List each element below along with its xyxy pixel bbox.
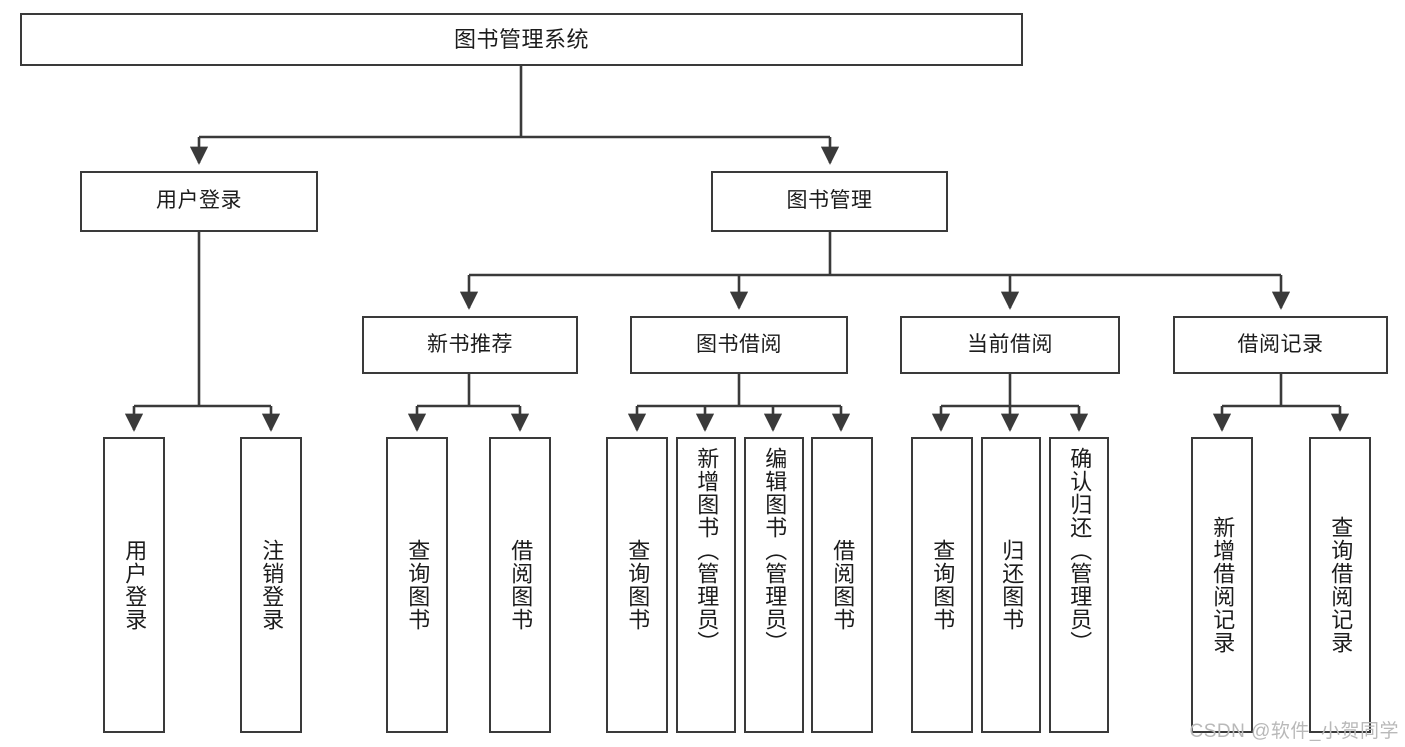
node-label: 新增图书（管理员） bbox=[694, 447, 720, 654]
leaf-confirm-return-admin[interactable]: 确认归还（管理员） bbox=[1049, 437, 1109, 733]
leaf-edit-book-admin[interactable]: 编辑图书（管理员） bbox=[744, 437, 804, 733]
node-label: 借阅图书 bbox=[508, 539, 534, 631]
node-label: 注销登录 bbox=[259, 539, 285, 631]
node-label: 查询图书 bbox=[930, 539, 956, 631]
node-label: 图书管理 bbox=[786, 189, 873, 213]
node-root-system[interactable]: 图书管理系统 bbox=[20, 13, 1023, 66]
node-current-borrow[interactable]: 当前借阅 bbox=[900, 316, 1120, 374]
node-label: 查询图书 bbox=[625, 539, 651, 631]
leaf-borrow-book-recommend[interactable]: 借阅图书 bbox=[489, 437, 551, 733]
leaf-query-book-current[interactable]: 查询图书 bbox=[911, 437, 973, 733]
leaf-query-borrow-record[interactable]: 查询借阅记录 bbox=[1309, 437, 1371, 733]
leaf-add-book-admin[interactable]: 新增图书（管理员） bbox=[676, 437, 736, 733]
node-label: 新书推荐 bbox=[427, 332, 513, 356]
node-label: 图书借阅 bbox=[696, 332, 782, 356]
leaf-query-book-recommend[interactable]: 查询图书 bbox=[386, 437, 448, 733]
node-label: 查询图书 bbox=[405, 539, 431, 631]
node-label: 图书管理系统 bbox=[453, 26, 589, 52]
node-label: 查询借阅记录 bbox=[1328, 516, 1354, 654]
leaf-query-book-borrow[interactable]: 查询图书 bbox=[606, 437, 668, 733]
leaf-user-login[interactable]: 用户登录 bbox=[103, 437, 165, 733]
node-label: 确认归还（管理员） bbox=[1067, 447, 1093, 654]
node-new-book-recommend[interactable]: 新书推荐 bbox=[362, 316, 578, 374]
node-user-login[interactable]: 用户登录 bbox=[80, 171, 318, 232]
node-label: 借阅图书 bbox=[830, 539, 856, 631]
leaf-logout[interactable]: 注销登录 bbox=[240, 437, 302, 733]
leaf-add-borrow-record[interactable]: 新增借阅记录 bbox=[1191, 437, 1253, 733]
node-book-borrow[interactable]: 图书借阅 bbox=[630, 316, 848, 374]
node-label: 归还图书 bbox=[999, 539, 1025, 631]
node-label: 借阅记录 bbox=[1237, 332, 1324, 356]
node-label: 当前借阅 bbox=[967, 332, 1053, 356]
node-borrow-record[interactable]: 借阅记录 bbox=[1173, 316, 1388, 374]
node-label: 用户登录 bbox=[122, 539, 148, 631]
node-book-management[interactable]: 图书管理 bbox=[711, 171, 948, 232]
node-label: 用户登录 bbox=[156, 189, 242, 213]
leaf-return-book[interactable]: 归还图书 bbox=[981, 437, 1041, 733]
node-label: 编辑图书（管理员） bbox=[762, 447, 788, 654]
csdn-watermark: CSDN @软件_小贺同学 bbox=[1189, 721, 1399, 742]
node-label: 新增借阅记录 bbox=[1210, 516, 1236, 654]
leaf-borrow-book[interactable]: 借阅图书 bbox=[811, 437, 873, 733]
